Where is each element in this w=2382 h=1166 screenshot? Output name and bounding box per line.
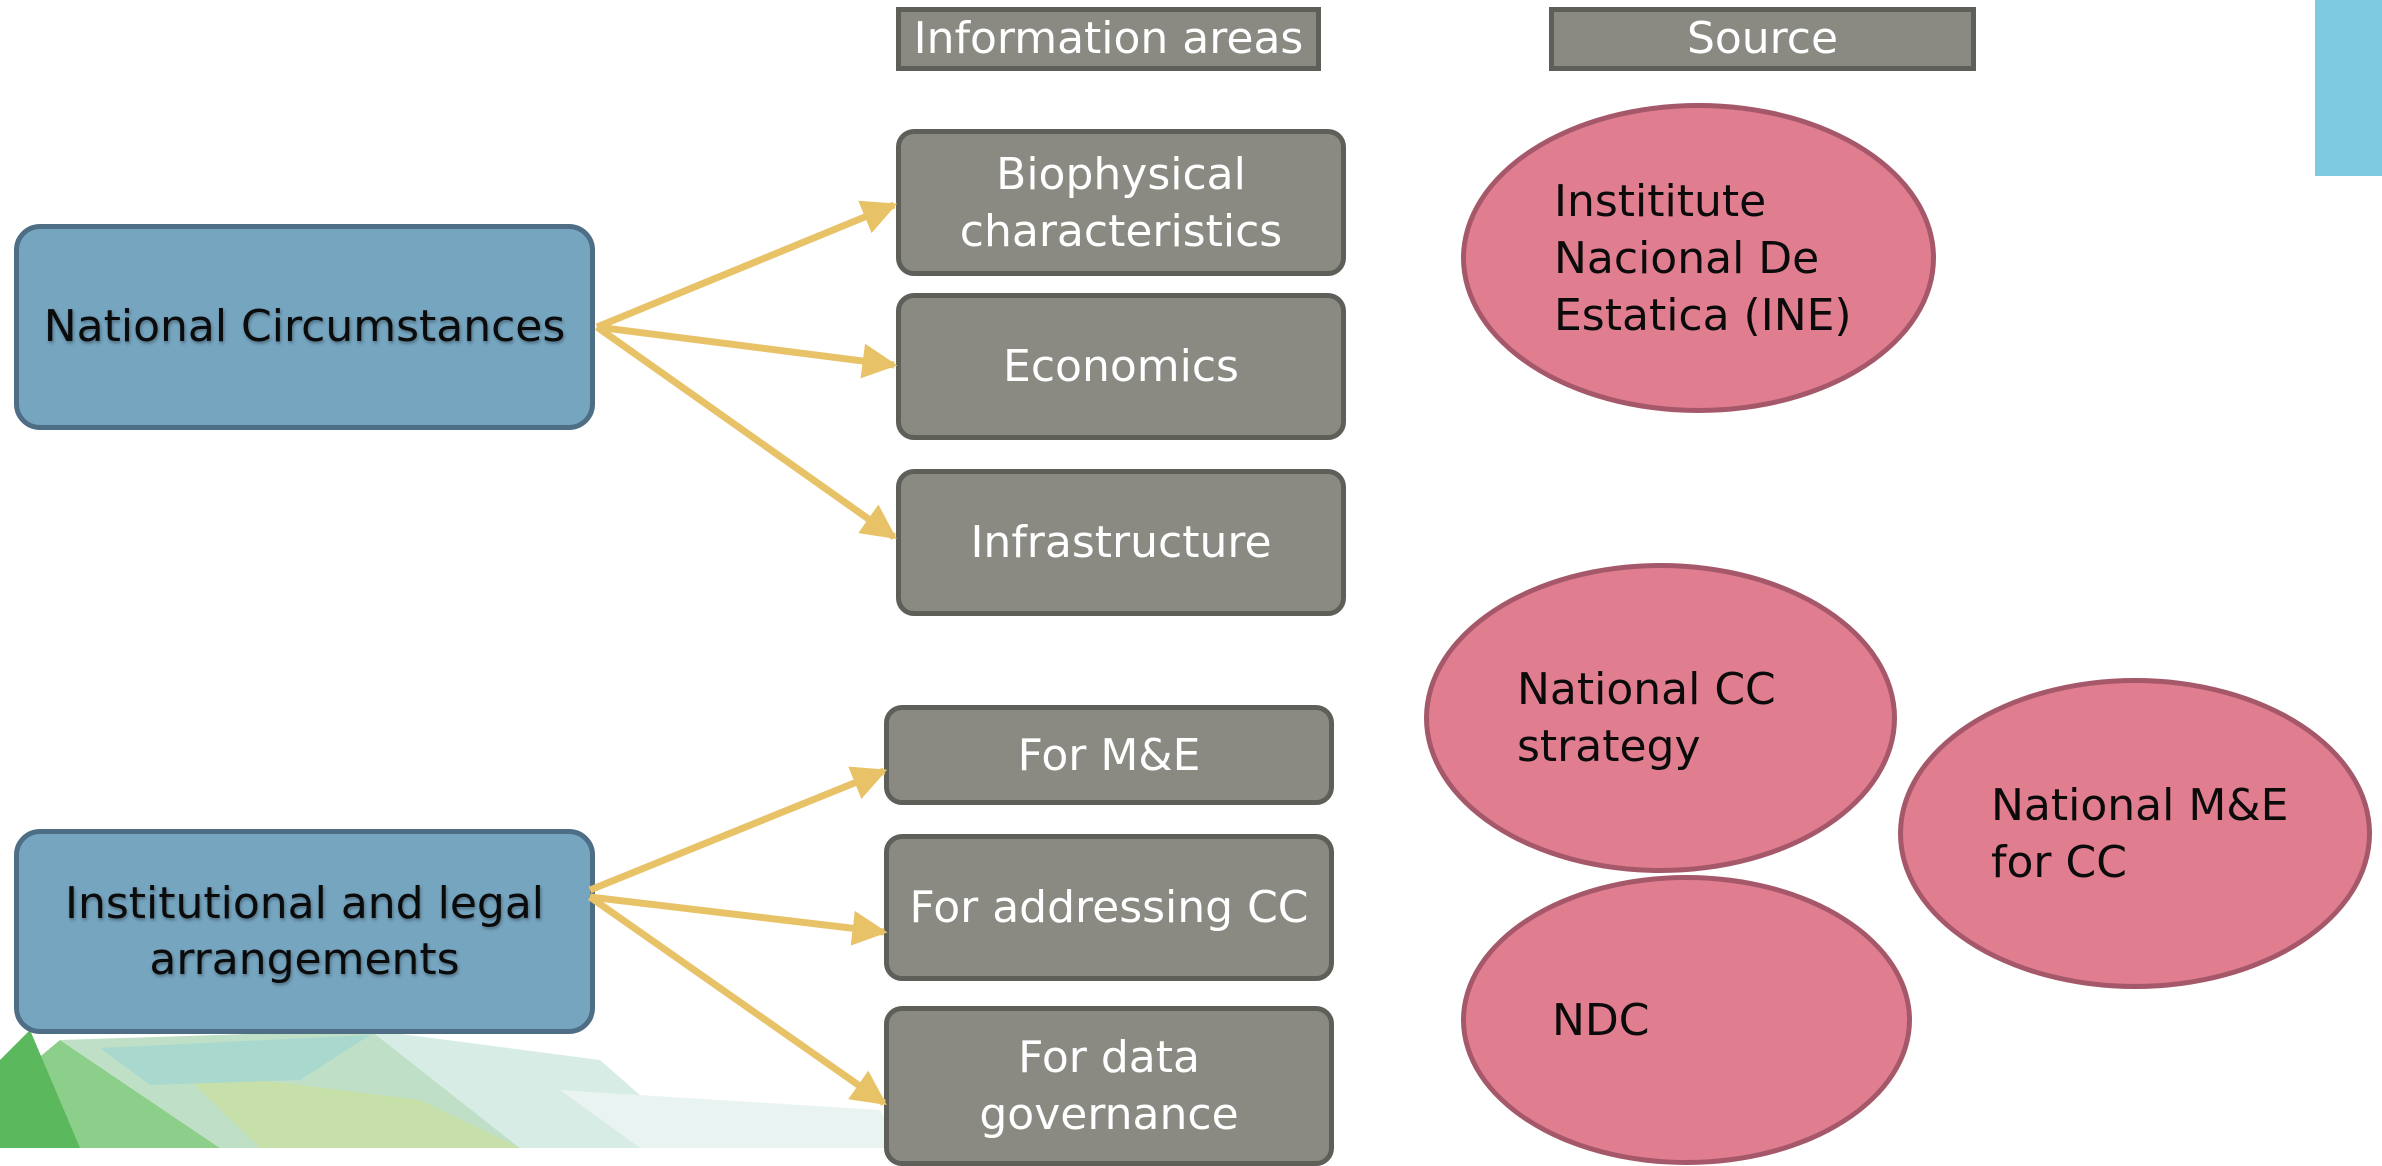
infrastructure-box: Infrastructure [896,469,1346,616]
national-cc-strategy-ellipse: National CC strategy [1424,563,1897,873]
accent-bar [2315,0,2382,176]
for-addressing-cc-box: For addressing CC [884,834,1334,981]
information-areas-header: Information areas [896,7,1321,71]
biophysical-characteristics-box: Biophysical characteristics [896,129,1346,276]
ine-source-label: Instititute Nacional De Estatica (INE) [1554,175,1852,341]
national-me-label: National M&E for CC [1991,779,2289,888]
ine-source-ellipse: Instititute Nacional De Estatica (INE) [1461,103,1936,413]
for-me-box: For M&E [884,705,1334,805]
for-addressing-cc-label: For addressing CC [909,882,1309,933]
national-me-ellipse: National M&E for CC [1898,678,2372,989]
source-header: Source [1549,7,1976,71]
for-me-label: For M&E [1017,729,1201,781]
ndc-label: NDC [1552,994,1650,1046]
for-data-governance-box: For data governance [884,1006,1334,1166]
national-circumstances-box: National Circumstances [14,224,595,430]
national-circumstances-label: National Circumstances [43,301,566,352]
ndc-ellipse: NDC [1461,875,1912,1165]
for-data-governance-label: For data governance [979,1032,1239,1140]
economics-label: Economics [1003,341,1239,392]
institutional-arrangements-label: Institutional and legal arrangements [64,877,545,985]
national-cc-strategy-label: National CC strategy [1517,664,1776,772]
biophysical-characteristics-label: Biophysical characteristics [959,148,1283,257]
economics-box: Economics [896,293,1346,440]
institutional-arrangements-box: Institutional and legal arrangements [14,829,595,1034]
infrastructure-label: Infrastructure [970,517,1272,568]
